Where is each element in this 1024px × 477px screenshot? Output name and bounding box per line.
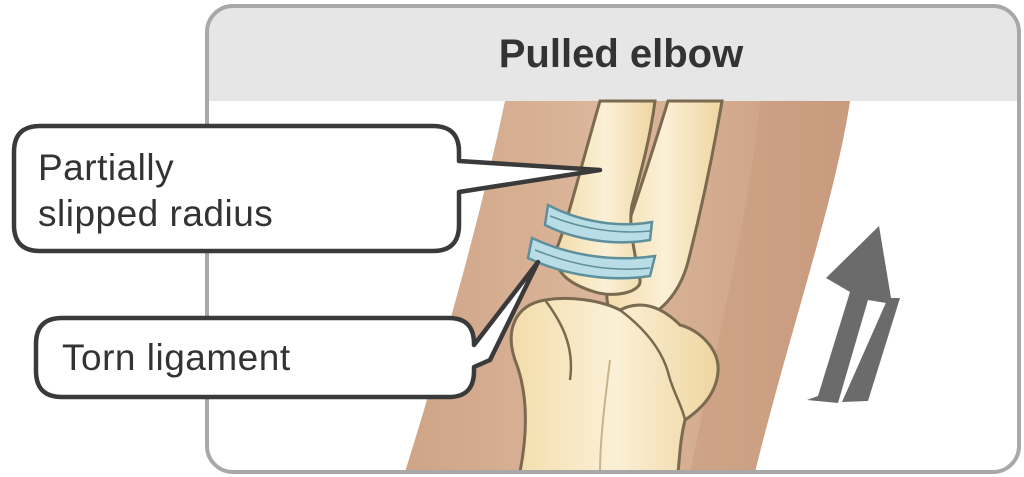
- callout-label: Torn ligament: [62, 337, 291, 378]
- diagram-title: Pulled elbow: [499, 32, 744, 76]
- callout-label-line1: Partially: [38, 147, 174, 188]
- callout-label-line2: slipped radius: [38, 193, 273, 234]
